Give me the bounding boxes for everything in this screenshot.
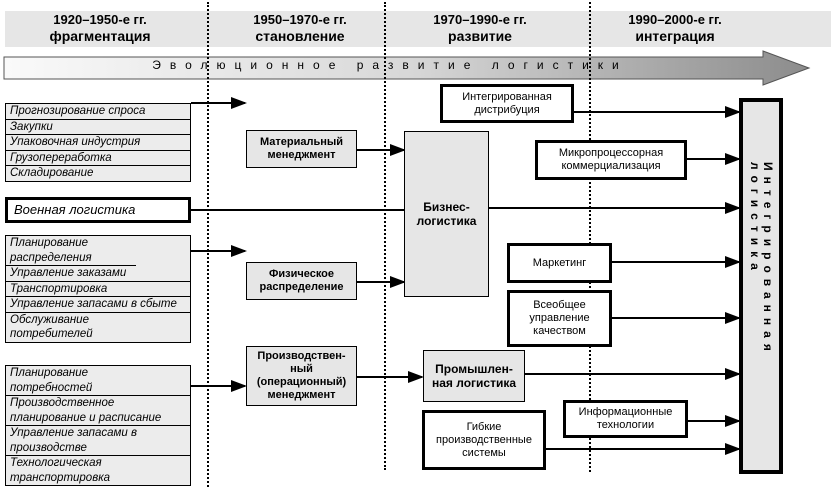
era-stage: развитие	[448, 28, 512, 44]
era-stage: становление	[255, 28, 345, 44]
fragmentation-list-2: Планирование распределения Управление за…	[5, 235, 191, 343]
integrated-distribution-box: Интегрированная дистрибуция	[440, 84, 574, 123]
list-item: Планирование распределения	[6, 236, 136, 266]
era-years: 1950–1970-е гг.	[253, 12, 347, 27]
production-management-box: Производствен-ный (операционный) менеджм…	[246, 346, 357, 406]
list-item: Складирование	[10, 167, 94, 179]
era-2: 1950–1970-е гг.становление	[220, 12, 380, 44]
fragmentation-list-1: Прогнозирование спроса Закупки Упаковочн…	[5, 103, 191, 182]
business-logistics-box: Бизнес-логистика	[404, 131, 489, 297]
physical-distribution-box: Физическое распределение	[246, 262, 357, 300]
list-item: Управление запасами в производстве	[6, 426, 190, 456]
era-4: 1990–2000-е гг.интеграция	[595, 12, 755, 44]
evolution-arrow	[3, 50, 811, 86]
divider-1950	[207, 2, 209, 487]
military-logistics-box: Военная логистика	[5, 197, 191, 223]
list-item: Упаковочная индустрия	[6, 135, 190, 151]
fragmentation-list-3: Планирование потребностей Производственн…	[5, 365, 191, 486]
era-years: 1920–1950-е гг.	[53, 12, 147, 27]
material-management-box: Материальный менеджмент	[246, 130, 357, 168]
list-item: Управление заказами	[6, 266, 190, 282]
list-item: Грузопереработка	[6, 151, 190, 166]
list-item: Планирование потребностей	[6, 366, 190, 396]
microprocessor-box: Микропроцессорная коммерциализация	[535, 140, 687, 180]
list-item: Прогнозирование спроса	[6, 104, 190, 120]
information-technology-box: Информационные технологии	[563, 400, 688, 438]
era-years: 1990–2000-е гг.	[628, 12, 722, 27]
list-item: Производственное планирование и расписан…	[6, 396, 190, 426]
list-item: Транспортировка	[6, 282, 190, 297]
tqm-box: Всеобщее управление качеством	[507, 290, 612, 347]
list-item: Управление запасами в сбыте	[6, 297, 190, 313]
list-item: Закупки	[6, 120, 190, 135]
integrated-logistics-box: Интегрированная логистика	[739, 98, 783, 474]
list-item: Обслуживание потребителей	[10, 313, 93, 341]
era-1: 1920–1950-е гг.фрагментация	[20, 12, 180, 44]
marketing-box: Маркетинг	[507, 243, 612, 283]
divider-1990	[589, 2, 591, 472]
era-years: 1970–1990-е гг.	[433, 12, 527, 27]
era-stage: фрагментация	[49, 28, 151, 44]
divider-1970	[384, 2, 386, 470]
industrial-logistics-box: Промышлен-ная логистика	[423, 350, 525, 402]
integrated-logistics-label: Интегрированная логистика	[748, 162, 775, 357]
flexible-manufacturing-box: Гибкие производственные системы	[422, 410, 546, 470]
era-3: 1970–1990-е гг.развитие	[400, 12, 560, 44]
era-header-band	[5, 11, 831, 47]
list-item: Технологическая транспортировка	[10, 457, 111, 484]
era-stage: интеграция	[635, 28, 715, 44]
